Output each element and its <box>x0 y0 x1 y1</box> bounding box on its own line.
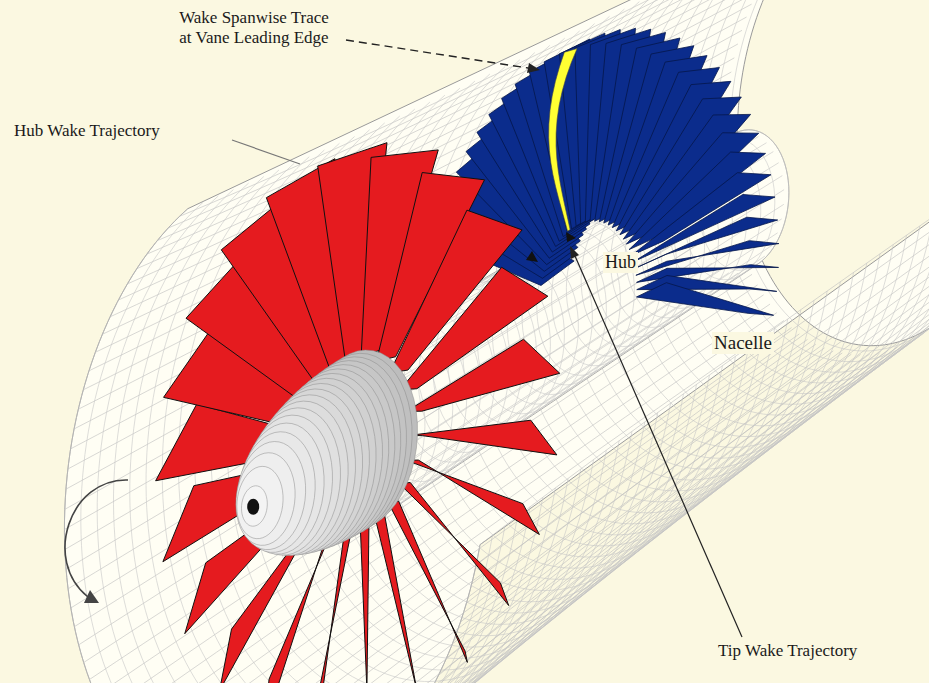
label-holder: Hub Wake Trajectory <box>12 121 162 141</box>
rotor-blade <box>409 420 557 455</box>
hub-arrowhead <box>526 251 538 262</box>
leader-line <box>232 140 300 164</box>
part-label: Wake Spanwise Trace at Vane Leading Edge <box>172 8 336 47</box>
spinner-ring <box>237 466 283 538</box>
rotor-blade <box>406 460 539 534</box>
rotor-blade <box>407 339 560 411</box>
fan-geometry <box>64 0 929 683</box>
rotor-blade <box>389 501 467 662</box>
label-holder: Tip Wake Trajectory <box>716 641 859 661</box>
leader-line <box>575 256 742 637</box>
label-holder: Hub <box>603 252 638 273</box>
spinner-ring <box>236 453 295 546</box>
spinner-nose <box>247 499 259 515</box>
part-label: Nacelle <box>712 332 774 354</box>
label-holder: Nacelle <box>712 332 774 354</box>
leader-lines <box>65 40 742 637</box>
part-label: Hub <box>603 252 638 273</box>
leader-arrowhead <box>570 246 579 259</box>
dashed-leader <box>346 40 528 68</box>
stator-vane <box>633 194 775 261</box>
leader-arrowhead <box>527 63 540 73</box>
nacelle-mesh-ring <box>590 0 906 447</box>
rotation-arrow <box>65 480 128 597</box>
stator-vane <box>636 283 773 316</box>
rotor-blade <box>360 521 369 683</box>
rotation-arrowhead <box>84 590 99 603</box>
wake-trace <box>549 49 577 232</box>
part-label: Tip Wake Trajectory <box>716 641 859 661</box>
part-label: Hub Wake Trajectory <box>12 121 162 141</box>
spinner-ring <box>241 486 267 526</box>
nacelle-mesh-line <box>148 321 784 683</box>
spinner-ring <box>237 442 306 550</box>
label-holder: Wake Spanwise Trace at Vane Leading Edge <box>172 8 336 47</box>
nacelle-surface <box>64 0 929 683</box>
rotor-blade <box>376 514 420 683</box>
hub-arrowhead <box>566 232 576 242</box>
